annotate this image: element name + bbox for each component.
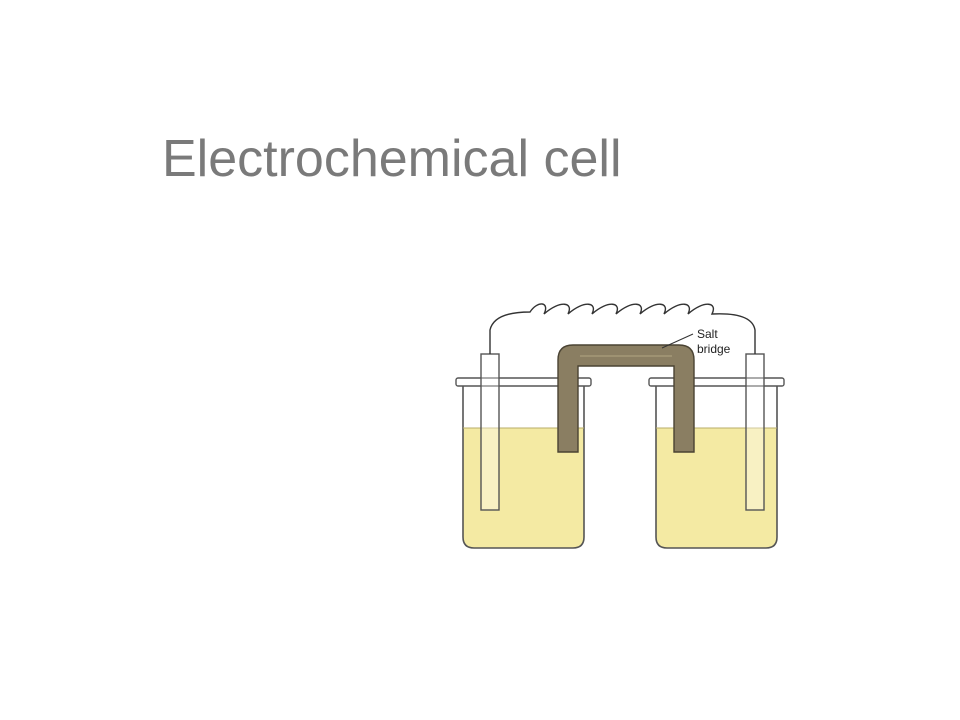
salt-bridge [557,344,695,453]
left-beaker-solution [463,428,584,548]
left-electrode [480,353,500,511]
right-electrode [745,353,765,511]
left-beaker-glass [462,385,585,549]
salt-bridge-label-line2: bridge [697,342,731,356]
salt-bridge-tube [557,344,695,453]
salt-bridge-label-line1: Salt [697,327,718,341]
salt-bridge-leader-line [661,333,694,349]
slide-title: Electrochemical cell [162,130,622,188]
connecting-wire [489,303,756,354]
right-beaker-glass [655,385,778,549]
right-beaker-solution [656,428,777,548]
left-beaker [455,377,592,549]
left-beaker-rim [455,377,592,387]
